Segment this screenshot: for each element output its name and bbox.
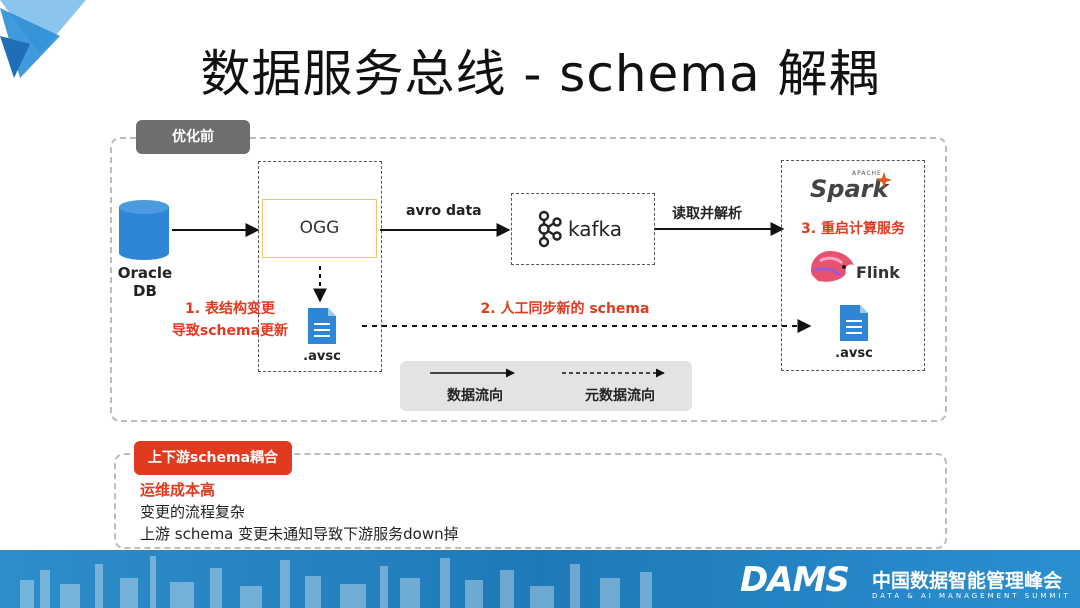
ogg-label: OGG (299, 218, 340, 238)
oracle-db-label-line2: DB (133, 282, 157, 300)
flink-squirrel-icon (810, 251, 854, 282)
kafka-box (511, 193, 655, 265)
note-restart: 3. 重启计算服务 (801, 221, 905, 237)
issue-line-3: 上游 schema 变更未通知导致下游服务down掉 (140, 525, 459, 543)
skyline-graphic (20, 556, 652, 608)
database-icon (119, 200, 169, 260)
note-schema-change-line2: 导致schema更新 (171, 323, 289, 339)
note-schema-change-line1: 1. 表结构变更 (185, 301, 275, 317)
kafka-icon (538, 210, 562, 248)
issues-tag: 上下游schema耦合 (134, 441, 292, 475)
summit-name-en: DATA & AI MANAGEMENT SUMMIT (872, 592, 1071, 600)
avsc-file-label-left: .avsc (303, 349, 341, 364)
spark-name: Spark (810, 175, 889, 203)
kafka-label: kafka (568, 217, 623, 241)
oracle-db-label-line1: Oracle (117, 264, 173, 282)
note-schema-change: 1. 表结构变更 导致schema更新 (150, 298, 310, 342)
ogg-container (258, 161, 382, 372)
page-title: 数据服务总线 - schema 解耦 (200, 45, 880, 103)
before-optimization-tag: 优化前 (136, 120, 250, 154)
spark-logo: APACHE Spark (806, 170, 906, 210)
legend-meta-flow: 元数据流向 (585, 388, 655, 404)
avsc-file-label-right: .avsc (835, 346, 873, 361)
footer-banner: DAMS 中国数据智能管理峰会 DATA & AI MANAGEMENT SUM… (0, 550, 1080, 608)
compute-container (781, 160, 925, 371)
edge-label-parse: 读取并解析 (672, 206, 742, 222)
ogg-box: OGG (262, 199, 377, 258)
legend-lines (430, 368, 665, 378)
file-icon (308, 308, 336, 344)
file-icon-right (840, 305, 868, 341)
spark-apache-text: APACHE (852, 170, 882, 177)
edge-label-avro-data: avro data (406, 203, 482, 219)
before-optimization-panel (110, 137, 947, 422)
flink-label: Flink (856, 263, 900, 282)
corner-logo (0, 0, 86, 78)
oracle-db-label: Oracle DB (110, 264, 180, 300)
dams-logo: DAMS (740, 560, 850, 600)
legend-box (400, 361, 692, 411)
note-manual-sync: 2. 人工同步新的 schema (480, 301, 650, 317)
issues-panel (114, 453, 947, 549)
legend-data-flow: 数据流向 (447, 388, 503, 404)
spark-star-icon (876, 172, 892, 188)
issue-line-1: 运维成本高 (140, 481, 216, 499)
summit-name-cn: 中国数据智能管理峰会 (872, 570, 1063, 592)
issue-line-2: 变更的流程复杂 (140, 503, 246, 521)
